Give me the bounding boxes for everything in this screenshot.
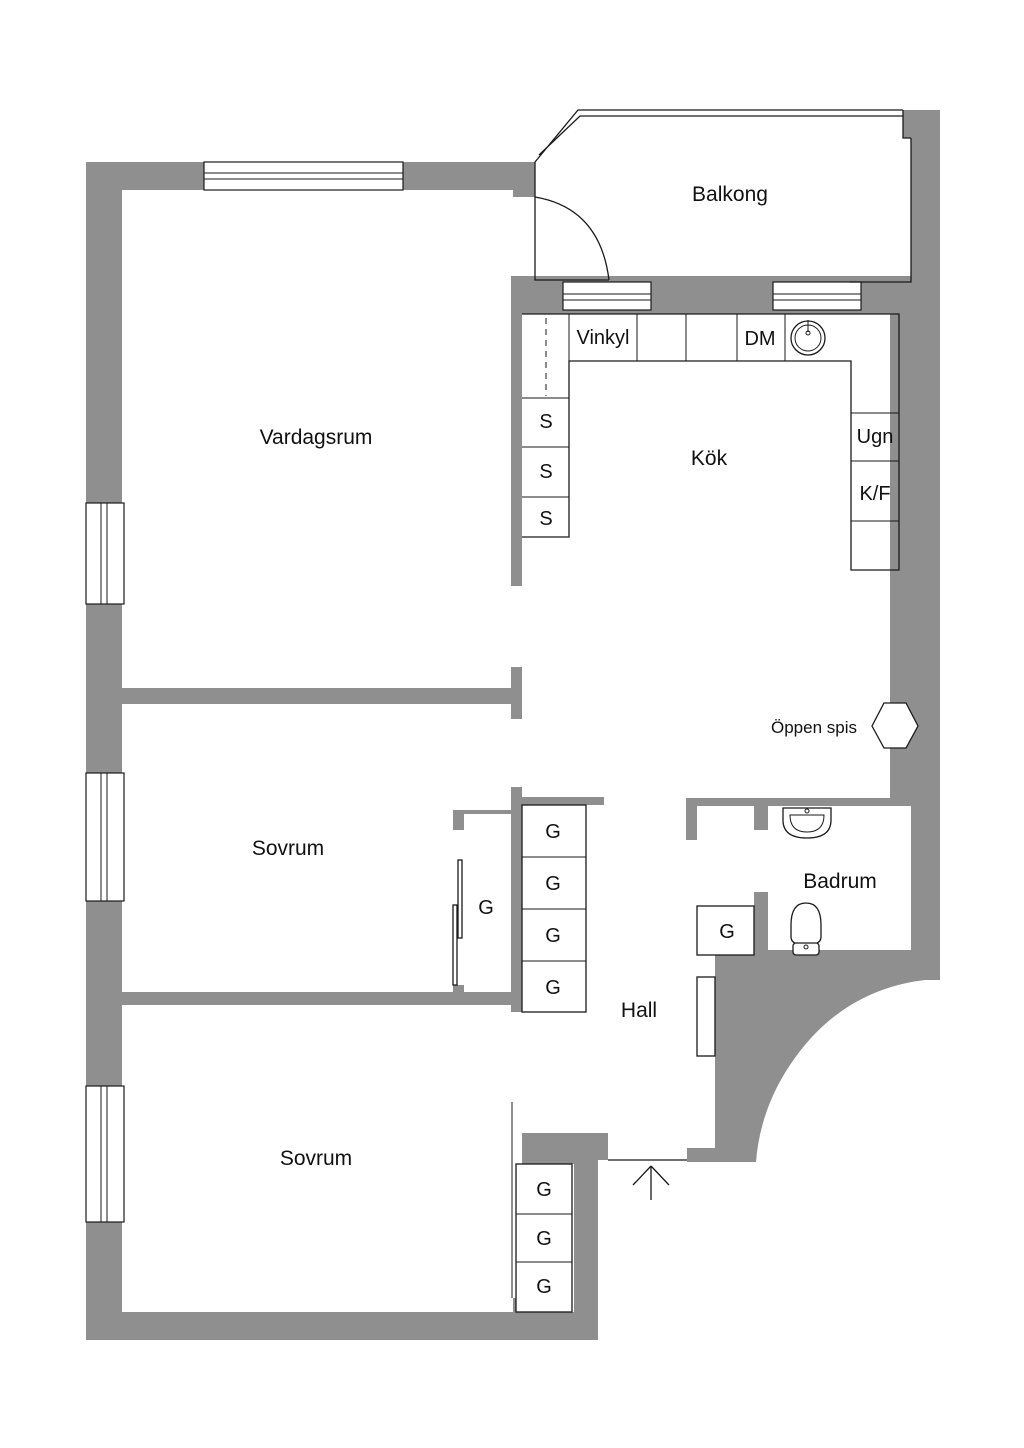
label-ugn: Ugn [857, 426, 894, 448]
label-oppen-spis: Öppen spis [771, 718, 857, 737]
label-vinkyl: Vinkyl [577, 327, 630, 349]
window-vardagsrum-top [203, 161, 404, 191]
kitchen-top-wall [511, 276, 911, 586]
wall-badrum-post [754, 806, 768, 830]
balcony-door [534, 196, 610, 281]
label-g: G [545, 821, 561, 843]
label-s: S [539, 461, 552, 483]
room-label-kok: Kök [691, 447, 728, 470]
sovrum-2-wardrobes [515, 1163, 573, 1313]
room-label-sovrum-1: Sovrum [252, 837, 324, 860]
window-kok-right [772, 281, 862, 311]
hall-shelf [696, 976, 716, 1057]
label-kf: K/F [859, 483, 890, 505]
entrance-arrow [608, 1159, 687, 1200]
label-g: G [536, 1228, 552, 1250]
room-label-sovrum-2: Sovrum [280, 1147, 352, 1170]
windows [85, 161, 862, 1223]
room-label-hall: Hall [621, 999, 657, 1022]
sovrum-1-sliding-door [452, 859, 463, 986]
room-label-badrum: Badrum [803, 870, 877, 893]
wall-badrum-left [754, 892, 768, 955]
badrum-cabinet [696, 905, 755, 956]
room-label-vardagsrum: Vardagsrum [260, 426, 373, 449]
toilet-icon [790, 902, 822, 956]
label-g: G [545, 977, 561, 999]
label-dm: DM [744, 328, 775, 350]
label-g: G [536, 1179, 552, 1201]
window-kok-left [562, 281, 652, 311]
wall-sovrum-sovrum [122, 992, 511, 1005]
fireplace-icon [871, 702, 919, 749]
label-g: G [545, 925, 561, 947]
wall-post [453, 985, 464, 995]
washbasin-icon [782, 807, 832, 839]
exterior-wall-right [687, 110, 940, 1162]
label-g: G [536, 1276, 552, 1298]
window-sovrum-2 [85, 1085, 125, 1223]
label-g-badrum: G [719, 921, 735, 943]
balcony [534, 109, 912, 283]
kitchen-counters [522, 313, 900, 571]
wall-badrum-stub [686, 798, 768, 840]
window-sovrum-1 [85, 772, 125, 902]
fixture-labels: Vinkyl DM Ugn K/F Öppen spis S S S G G G… [478, 327, 893, 1298]
label-g: G [545, 873, 561, 895]
room-labels: Balkong Vardagsrum Kök Sovrum Sovrum Hal… [252, 183, 877, 1170]
label-s: S [539, 508, 552, 530]
room-label-balkong: Balkong [692, 183, 768, 206]
label-s: S [539, 411, 552, 433]
wall-vardagsrum-sovrum [122, 667, 522, 719]
label-g-sovrum-1: G [478, 897, 494, 919]
hall-wardrobes [521, 804, 587, 1013]
window-vardagsrum-side [85, 502, 125, 605]
